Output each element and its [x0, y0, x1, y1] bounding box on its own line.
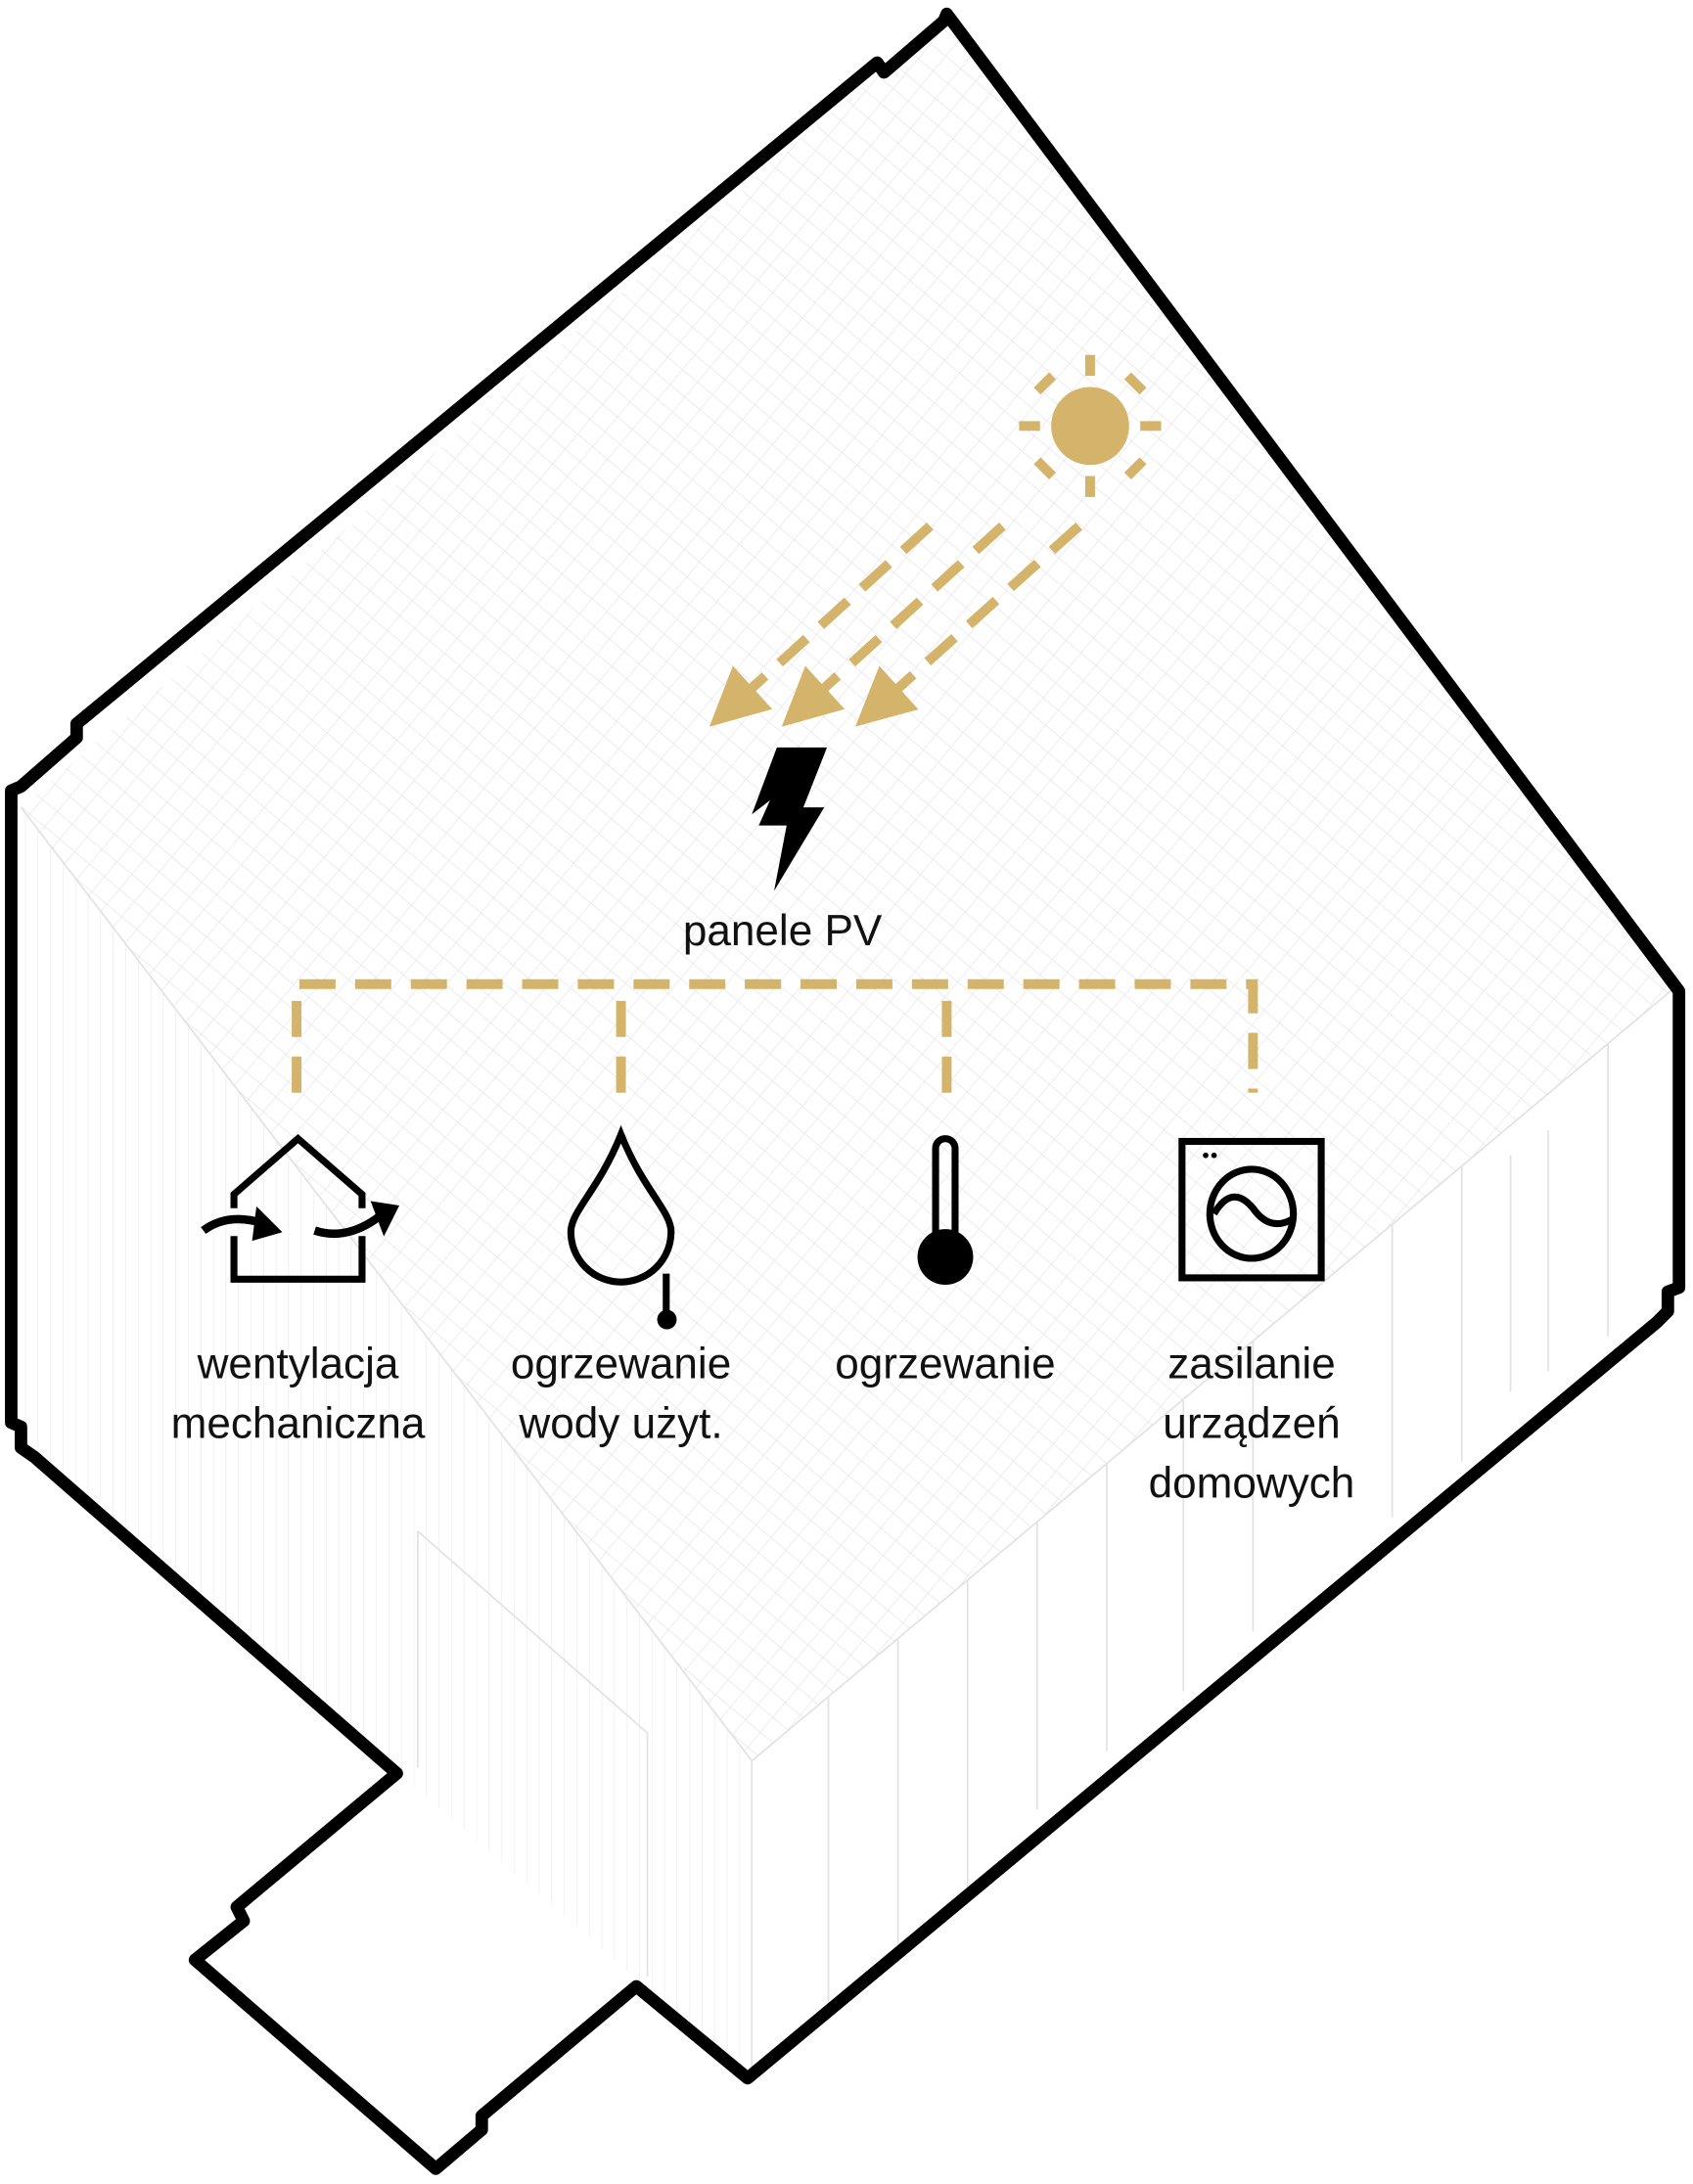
sun-ray-arrow — [709, 523, 934, 727]
consumer-heating: ogrzewanie — [835, 1135, 1056, 1388]
consumer-label: ogrzewanie — [511, 1340, 731, 1388]
water-drop-thermometer-icon — [567, 1124, 677, 1330]
building-hatching — [20, 14, 1671, 2078]
consumer-label: urządzeń — [1163, 1400, 1340, 1448]
consumer-label: wentylacja — [197, 1340, 399, 1388]
sun-rays-arrows — [709, 523, 1082, 727]
thermometer-icon — [917, 1135, 974, 1286]
sun-ray-arrow — [781, 523, 1006, 727]
consumer-appliances: zasilanie urządzeń domowych — [1149, 1137, 1355, 1508]
consumer-label: ogrzewanie — [835, 1340, 1055, 1388]
consumer-label: mechaniczna — [171, 1400, 426, 1448]
consumer-ventilation: wentylacja mechaniczna — [171, 1133, 426, 1448]
consumer-label: wody użyt. — [518, 1400, 722, 1448]
house-ventilation-icon — [201, 1133, 400, 1283]
building-outline — [5, 7, 1686, 2175]
consumer-label: domowych — [1149, 1460, 1355, 1508]
washing-machine-icon — [1178, 1137, 1325, 1282]
sun-icon — [1019, 354, 1162, 497]
lightning-bolt-icon — [752, 747, 828, 891]
source-label: panele PV — [683, 907, 883, 955]
distribution-lines — [292, 978, 1258, 1093]
sun-ray-arrow — [855, 523, 1082, 727]
consumer-hot-water: ogrzewanie wody użyt. — [511, 1124, 731, 1448]
consumer-label: zasilanie — [1167, 1340, 1336, 1388]
